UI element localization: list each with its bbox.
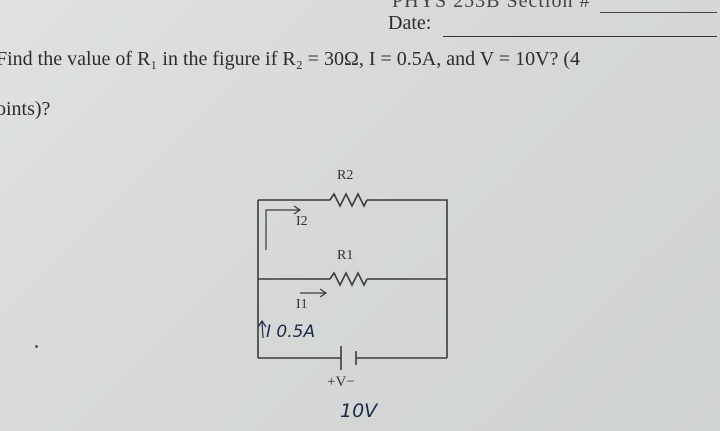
r2-resistor xyxy=(329,192,368,208)
r1-resistor xyxy=(329,271,368,287)
i2-label: I2 xyxy=(296,214,308,229)
i2-arrow xyxy=(265,209,300,250)
handwritten-current-note: I 0.5A xyxy=(266,322,316,342)
section-underline xyxy=(600,12,717,13)
voltage-label: +V− xyxy=(327,374,355,390)
r2-label: R2 xyxy=(337,168,354,183)
date-field-line xyxy=(443,36,717,37)
pencil-mark xyxy=(35,345,38,348)
question-text-continued: oints)? xyxy=(0,98,51,120)
r1-label: R1 xyxy=(337,248,354,263)
section-header: PHYS 253B Section # xyxy=(392,0,591,12)
hand-current-arrow xyxy=(261,321,264,339)
date-label: Date: xyxy=(388,12,432,34)
handwritten-voltage-note: 10V xyxy=(340,400,378,422)
question-text: Find the value of R₁ in the figure if R₂… xyxy=(0,48,581,70)
i1-label: I1 xyxy=(296,297,308,312)
